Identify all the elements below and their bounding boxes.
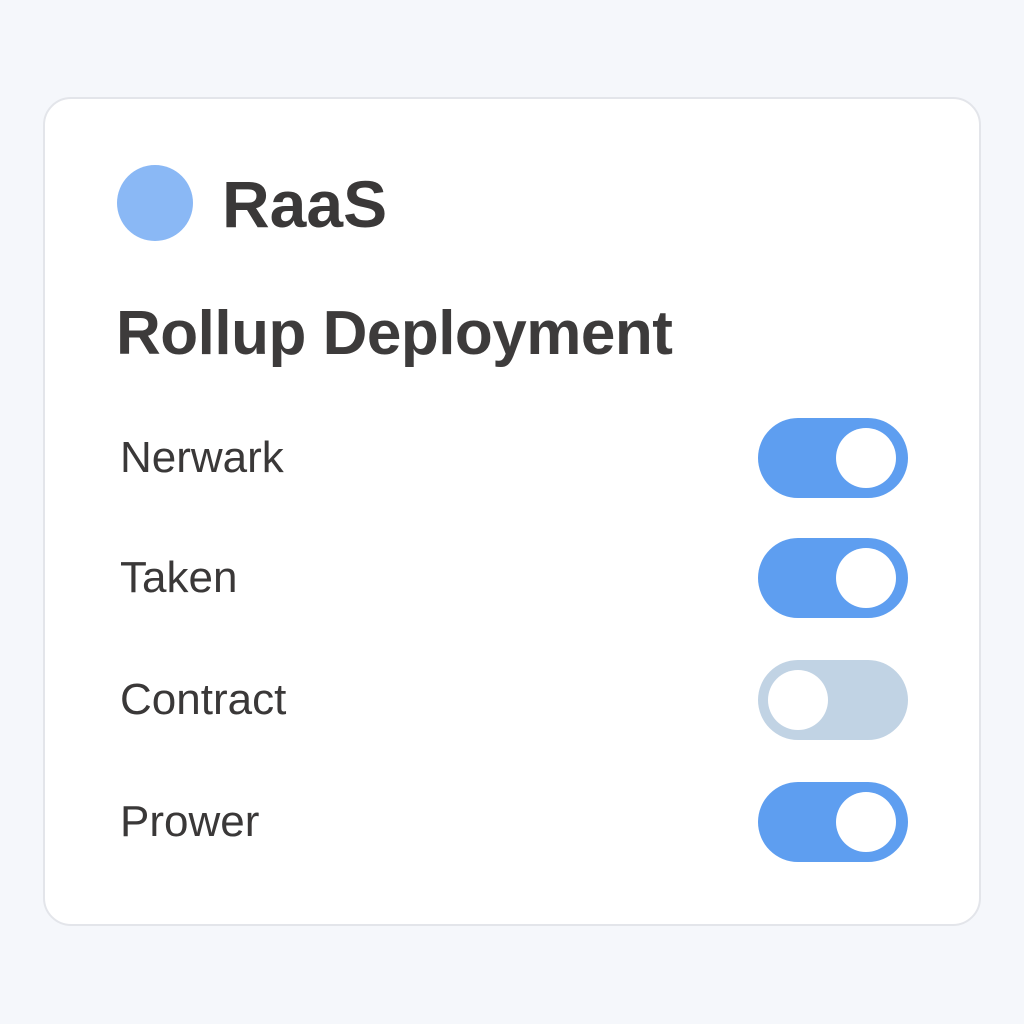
brand-name: RaaS xyxy=(222,167,388,241)
network-toggle[interactable] xyxy=(758,418,908,498)
setting-label: Taken xyxy=(120,553,238,602)
token-toggle[interactable] xyxy=(758,538,908,618)
power-toggle[interactable] xyxy=(758,782,908,862)
setting-label: Nerwark xyxy=(120,433,284,482)
setting-row-token: Taken xyxy=(120,538,910,618)
setting-label: Prower xyxy=(120,797,260,846)
toggle-knob xyxy=(836,548,896,608)
contract-toggle[interactable] xyxy=(758,660,908,740)
toggle-knob xyxy=(836,792,896,852)
brand-dot-icon xyxy=(117,165,193,241)
page-title: Rollup Deployment xyxy=(116,299,673,368)
setting-row-contract: Contract xyxy=(120,660,910,740)
setting-row-network: Nerwark xyxy=(120,418,910,498)
toggle-knob xyxy=(768,670,828,730)
setting-label: Contract xyxy=(120,675,287,724)
setting-row-power: Prower xyxy=(120,782,910,862)
toggle-knob xyxy=(836,428,896,488)
